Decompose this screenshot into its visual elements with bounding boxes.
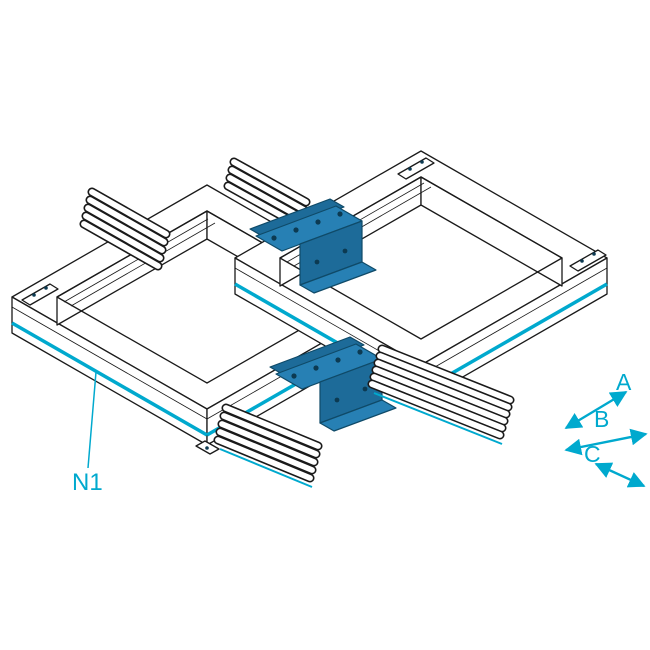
bolt	[293, 227, 299, 233]
corner-clamps	[21, 157, 607, 455]
busbar-line	[70, 222, 216, 307]
bolt	[357, 349, 363, 355]
bolt	[334, 397, 340, 403]
bolt	[337, 211, 343, 217]
bolt	[291, 373, 297, 379]
bolt	[362, 386, 368, 392]
bolt	[342, 248, 348, 254]
busbar-line	[63, 218, 209, 303]
dimension-label-a: A	[616, 369, 632, 395]
accent-stripe	[373, 392, 503, 445]
bolt	[335, 357, 341, 363]
bolt	[408, 167, 412, 171]
wall-seam	[11, 306, 208, 420]
bolt	[420, 160, 424, 164]
corner-clamp	[569, 249, 607, 272]
bolt	[314, 259, 320, 265]
bracket-flange	[299, 261, 377, 294]
corner-clamp	[21, 283, 59, 306]
dimension-label-c: C	[584, 441, 601, 467]
dimension-arrow-a	[564, 390, 628, 430]
bolt	[44, 286, 48, 290]
annotations: N1 A B C	[72, 369, 648, 496]
fin-stack-right	[367, 344, 515, 445]
bolt	[592, 252, 596, 256]
junction-bracket-upper	[249, 198, 377, 294]
bolt	[32, 293, 36, 297]
dimension-arrow-c	[594, 462, 646, 488]
junction-bracket-lower	[269, 336, 397, 432]
corner-clamp	[397, 157, 435, 180]
bolt	[271, 235, 277, 241]
bolt	[315, 219, 321, 225]
wall-seam	[420, 267, 608, 376]
fin-stack-bottom	[213, 403, 323, 488]
bracket-flange	[319, 399, 397, 432]
part-label-n1: N1	[72, 469, 103, 496]
bolt	[313, 365, 319, 371]
accent-stripe	[11, 321, 208, 437]
bolt	[205, 446, 209, 450]
fin-stack-upper-left	[79, 187, 171, 271]
dimension-arrow-b	[564, 428, 648, 456]
n1-leader-line	[87, 371, 97, 469]
tray-opening	[279, 176, 563, 340]
bolt	[580, 259, 584, 263]
dimension-label-b: B	[594, 406, 609, 432]
accent-stripe	[219, 448, 313, 488]
